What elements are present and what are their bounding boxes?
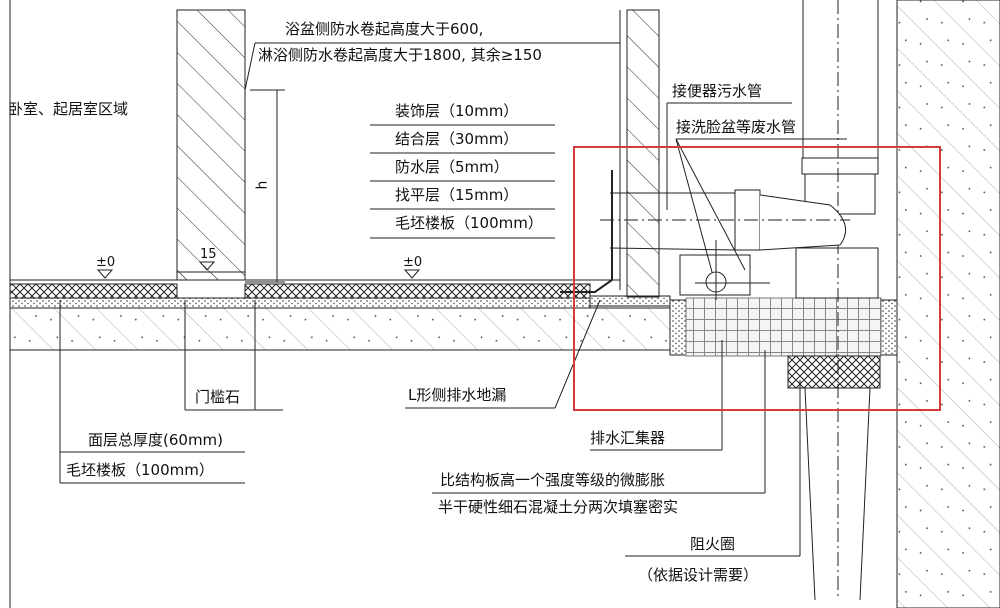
toilet-branch-pipe (600, 189, 850, 251)
leader-lines (59, 42, 847, 557)
fire-stop-ring (787, 355, 881, 389)
waterproof-note-2: 淋浴侧防水卷起高度大于1800, 其余≥150 (258, 46, 542, 64)
drain-collector (685, 297, 882, 357)
fire-ring-note: （依据设计需要） (638, 566, 759, 584)
left-wall (176, 9, 246, 281)
height-dimension (245, 89, 285, 283)
waterproof-membrane (560, 170, 613, 293)
fire-ring-label: 阻火圈 (690, 535, 736, 553)
waterproof-note-1: 浴盆侧防水卷起高度大于600, (285, 20, 484, 38)
toilet-pipe-label: 接便器污水管 (672, 82, 763, 100)
collector-label: 排水汇集器 (590, 429, 666, 447)
threshold-label: 门槛石 (195, 388, 241, 406)
height-label: h (254, 180, 271, 190)
fill-note-1: 比结构板高一个强度等级的微膨胀 (440, 471, 666, 489)
layer-label: 装饰层（10mm） (395, 102, 519, 120)
layer-label: 找平层（15mm） (395, 186, 519, 204)
floor-finish-layers (9, 271, 671, 309)
elevation-threshold: 15 (200, 247, 217, 262)
elevation-left: ±0 (96, 255, 116, 270)
right-wall (896, 0, 1000, 608)
elevation-marker-left (96, 269, 114, 279)
layer-label: 防水层（5mm） (395, 158, 509, 176)
elevation-marker-bath (403, 269, 421, 279)
floor-drain (679, 240, 770, 300)
slab-label: 毛坯楼板（100mm） (66, 461, 214, 479)
floor-drain-label: L形侧排水地漏 (408, 386, 507, 404)
highlight-box (573, 146, 941, 411)
basin-pipe-label: 接洗脸盆等废水管 (676, 118, 797, 136)
room-label: 卧室、起居室区域 (8, 100, 129, 118)
fill-note-2: 半干硬性细石混凝土分两次填塞密实 (438, 498, 679, 516)
layer-label: 毛坯楼板（100mm） (395, 214, 543, 232)
bathroom-wall (619, 9, 660, 298)
layer-label: 结合层（30mm） (395, 130, 519, 148)
elevation-bath: ±0 (403, 255, 423, 270)
finish-thickness-label: 面层总厚度(60mm) (88, 431, 224, 449)
elevation-marker-threshold (198, 261, 216, 271)
